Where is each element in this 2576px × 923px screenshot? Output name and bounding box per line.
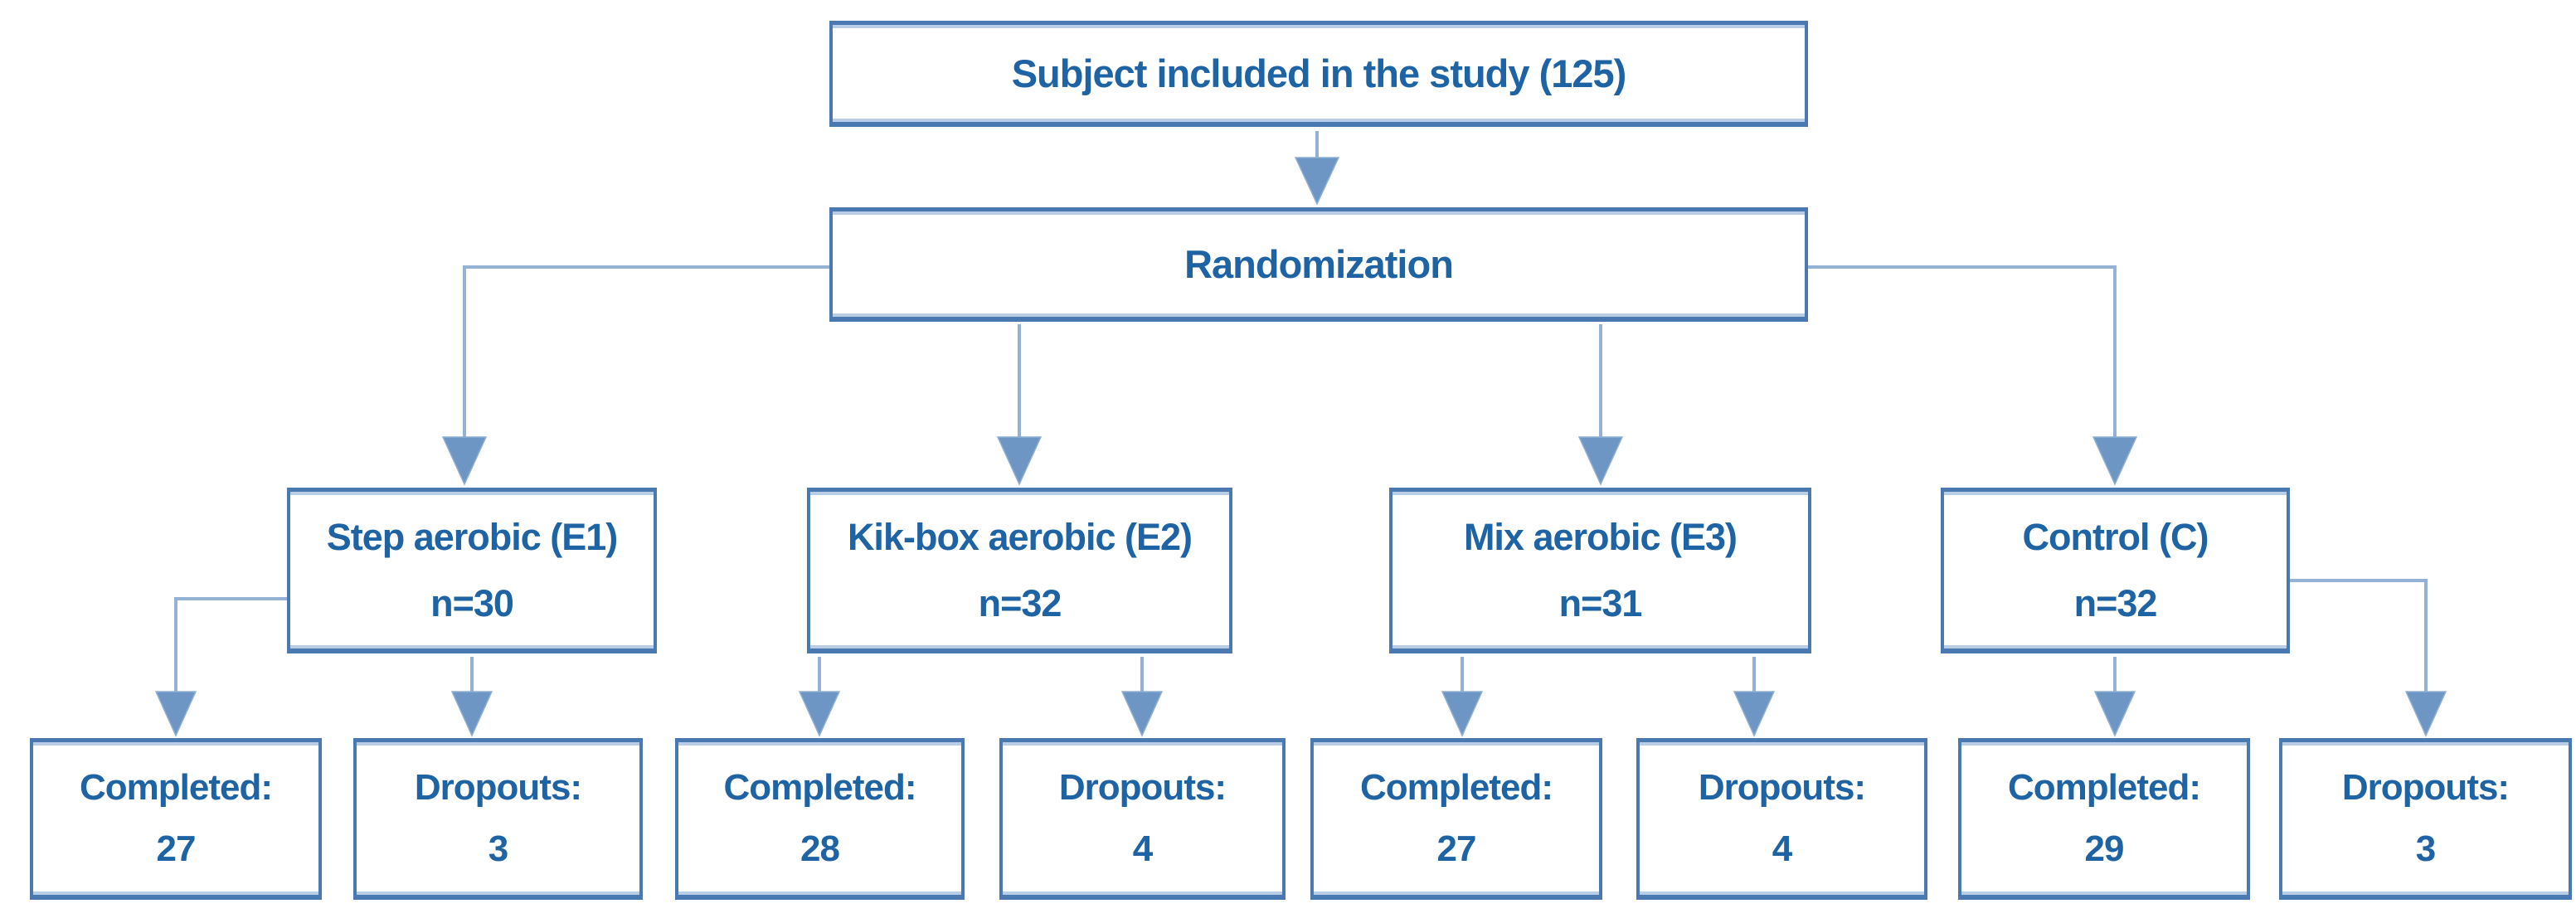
dropouts-label: Dropouts:: [1698, 767, 1866, 808]
box-e1-completed: Completed: 27: [30, 738, 322, 900]
box-e2-dropouts: Dropouts: 4: [999, 738, 1286, 900]
completed-label: Completed:: [80, 767, 273, 808]
completed-value: 29: [2084, 828, 2125, 869]
group-n: n=32: [2073, 581, 2158, 624]
box-e1-dropouts: Dropouts: 3: [353, 738, 643, 900]
group-n: n=30: [430, 581, 514, 624]
box-randomization: Randomization: [829, 207, 1808, 322]
box-group-control: Control (C) n=32: [1941, 488, 2290, 653]
completed-label: Completed:: [723, 767, 917, 808]
dropouts-value: 4: [1132, 828, 1154, 869]
dropouts-value: 4: [1772, 828, 1793, 869]
connector-e1-to-completed: [174, 597, 287, 695]
box-c-completed: Completed: 29: [1958, 738, 2250, 900]
connector-randomization-to-e1-arrowhead: [441, 436, 488, 486]
box-group-step-aerobic: Step aerobic (E1) n=30: [287, 488, 657, 653]
connector-e3-to-dropouts-arrowhead: [1733, 691, 1776, 737]
box-group-mix-aerobic: Mix aerobic (E3) n=31: [1389, 488, 1811, 653]
connector-e3-to-completed-arrowhead: [1441, 691, 1484, 737]
box-e2-completed: Completed: 28: [675, 738, 965, 900]
completed-label: Completed:: [1360, 767, 1553, 808]
group-name: Step aerobic (E1): [326, 515, 619, 558]
connector-e1-to-completed-arrowhead: [154, 691, 197, 737]
completed-value: 27: [1436, 828, 1477, 869]
connector-e1-to-dropouts-arrowhead: [450, 691, 493, 737]
connector-c-to-dropouts: [2290, 579, 2428, 695]
randomization-label: Randomization: [1184, 242, 1454, 286]
connector-c-to-completed-arrowhead: [2093, 691, 2136, 737]
connector-e2-to-dropouts-arrowhead: [1120, 691, 1164, 737]
connector-randomization-to-e3-arrowhead: [1577, 436, 1624, 486]
box-group-kikbox-aerobic: Kik-box aerobic (E2) n=32: [807, 488, 1232, 653]
dropouts-label: Dropouts:: [2341, 767, 2510, 808]
group-n: n=31: [1558, 581, 1643, 624]
box-e3-completed: Completed: 27: [1310, 738, 1602, 900]
connector-randomization-to-c: [1808, 265, 2117, 440]
dropouts-value: 3: [2415, 828, 2437, 869]
connector-randomization-to-c-arrowhead: [2092, 436, 2138, 486]
connector-randomization-to-e1: [463, 265, 829, 440]
dropouts-label: Dropouts:: [1058, 767, 1227, 808]
group-n: n=32: [978, 581, 1062, 624]
group-name: Mix aerobic (E3): [1463, 515, 1738, 558]
completed-value: 28: [800, 828, 840, 869]
subjects-included-label: Subject included in the study (125): [1011, 51, 1627, 95]
completed-value: 27: [156, 828, 197, 869]
group-name: Control (C): [2022, 515, 2209, 558]
dropouts-value: 3: [488, 828, 509, 869]
completed-label: Completed:: [2008, 767, 2201, 808]
group-name: Kik-box aerobic (E2): [847, 515, 1193, 558]
connector-randomization-to-e2-arrowhead: [996, 436, 1043, 486]
box-e3-dropouts: Dropouts: 4: [1636, 738, 1927, 900]
dropouts-label: Dropouts:: [414, 767, 582, 808]
connector-top-to-randomization-arrowhead: [1294, 157, 1340, 206]
box-subjects-included: Subject included in the study (125): [829, 21, 1808, 127]
connector-e2-to-completed-arrowhead: [798, 691, 841, 737]
box-c-dropouts: Dropouts: 3: [2279, 738, 2572, 900]
connector-c-to-dropouts-arrowhead: [2404, 691, 2447, 737]
